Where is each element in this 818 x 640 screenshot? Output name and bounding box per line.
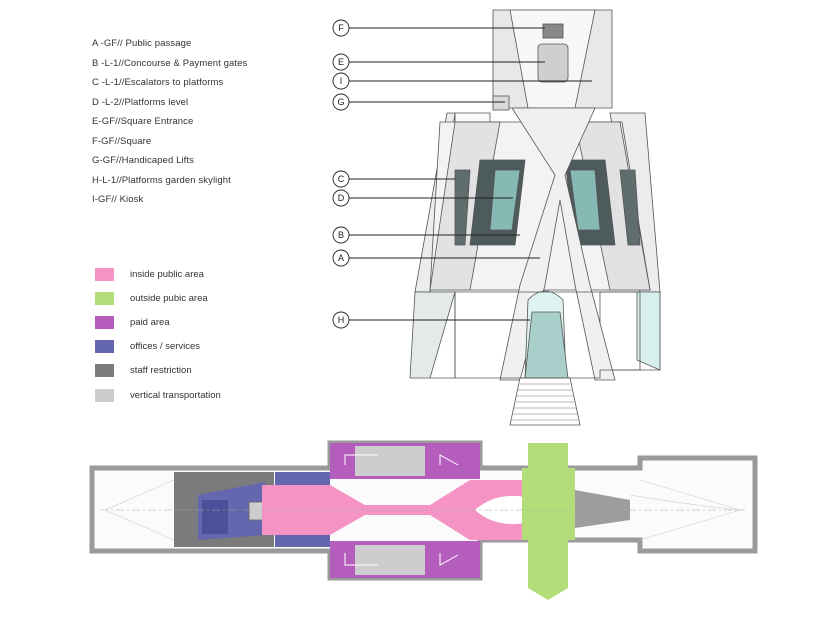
callout-h-label: H [338, 315, 345, 325]
callout-g-label: G [337, 97, 344, 107]
base-plate-outline [454, 291, 641, 379]
callout-g: G [332, 93, 350, 111]
left-glass-wall [489, 169, 521, 231]
color-legend-item: paid area [95, 310, 221, 334]
offices-services-swatch [95, 340, 114, 354]
callout-b-label: B [338, 230, 344, 240]
legend-item-f: F-GF//Square [92, 135, 152, 147]
legend-item-a: A -GF// Public passage [92, 38, 192, 49]
outside-public-swatch [95, 291, 114, 305]
lower-escalator [509, 377, 581, 426]
lift-box [492, 95, 510, 111]
skylight-glazing [524, 311, 569, 379]
callout-b: B [332, 226, 350, 244]
callout-h: H [332, 311, 350, 329]
area-color-legend: inside public area outside pubic area pa… [95, 262, 221, 407]
zone-code-legend: A -GF// Public passage B -L-1//Concourse… [92, 34, 247, 210]
vertical-transport-swatch [95, 388, 114, 402]
inside-public-swatch [95, 267, 114, 281]
square-entrance [537, 43, 569, 83]
callout-c: C [332, 170, 350, 188]
color-legend-item: vertical transportation [95, 383, 221, 407]
callout-d-label: D [338, 193, 345, 203]
outside-public-area [522, 443, 575, 600]
callout-i: I [332, 72, 350, 90]
escalator-south [355, 545, 425, 575]
escalator-steps [512, 383, 578, 421]
color-legend-label: staff restriction [130, 365, 192, 377]
service-wedge [575, 490, 630, 528]
callout-f-label: F [338, 23, 344, 33]
callout-e: E [332, 53, 350, 71]
color-legend-item: inside public area [95, 262, 221, 286]
legend-item-i: I-GF// Kiosk [92, 194, 144, 205]
legend-item-e: E-GF//Square Entrance [92, 116, 194, 127]
staff-restriction-swatch [95, 364, 114, 378]
color-legend-item: offices / services [95, 335, 221, 359]
callout-f: F [332, 19, 350, 37]
callout-d: D [332, 189, 350, 207]
color-legend-label: outside pubic area [130, 292, 208, 304]
right-escalator [619, 169, 641, 246]
plan-view [89, 440, 758, 600]
legend-item-h: H-L-1//Platforms garden skylight [92, 174, 231, 186]
office-rooms [202, 500, 228, 534]
entrance-opening [542, 23, 564, 39]
callout-leaders [349, 27, 592, 321]
color-legend-label: vertical transportation [130, 389, 221, 401]
right-glass [636, 291, 661, 371]
legend-item-b: B -L-1//Concourse & Payment gates [92, 57, 248, 69]
color-legend-label: paid area [130, 316, 170, 328]
legend-item-g: G-GF//Handicaped Lifts [92, 155, 194, 166]
callout-a-label: A [338, 253, 344, 263]
legend-item-d: D -L-2//Platforms level [92, 96, 189, 108]
paid-area-swatch [95, 315, 114, 329]
callout-c-label: C [338, 174, 345, 184]
callout-i-label: I [340, 76, 343, 86]
legend-item-c: C -L-1//Escalators to platforms [92, 77, 224, 88]
color-legend-label: offices / services [130, 341, 201, 353]
platform-lines [104, 479, 742, 541]
color-legend-item: outside pubic area [95, 286, 221, 310]
color-legend-item: staff restriction [95, 359, 221, 383]
right-glass-wall [569, 169, 601, 231]
axonometric-view [409, 9, 661, 426]
escalator-north [355, 446, 425, 476]
left-escalator [454, 169, 471, 246]
color-legend-label: inside public area [130, 268, 204, 280]
callout-markers: F E I G C D B A H [332, 19, 350, 329]
callout-e-label: E [338, 57, 344, 67]
flow-arrows [344, 454, 459, 566]
left-base-shadow [409, 291, 456, 379]
callout-a: A [332, 249, 350, 267]
